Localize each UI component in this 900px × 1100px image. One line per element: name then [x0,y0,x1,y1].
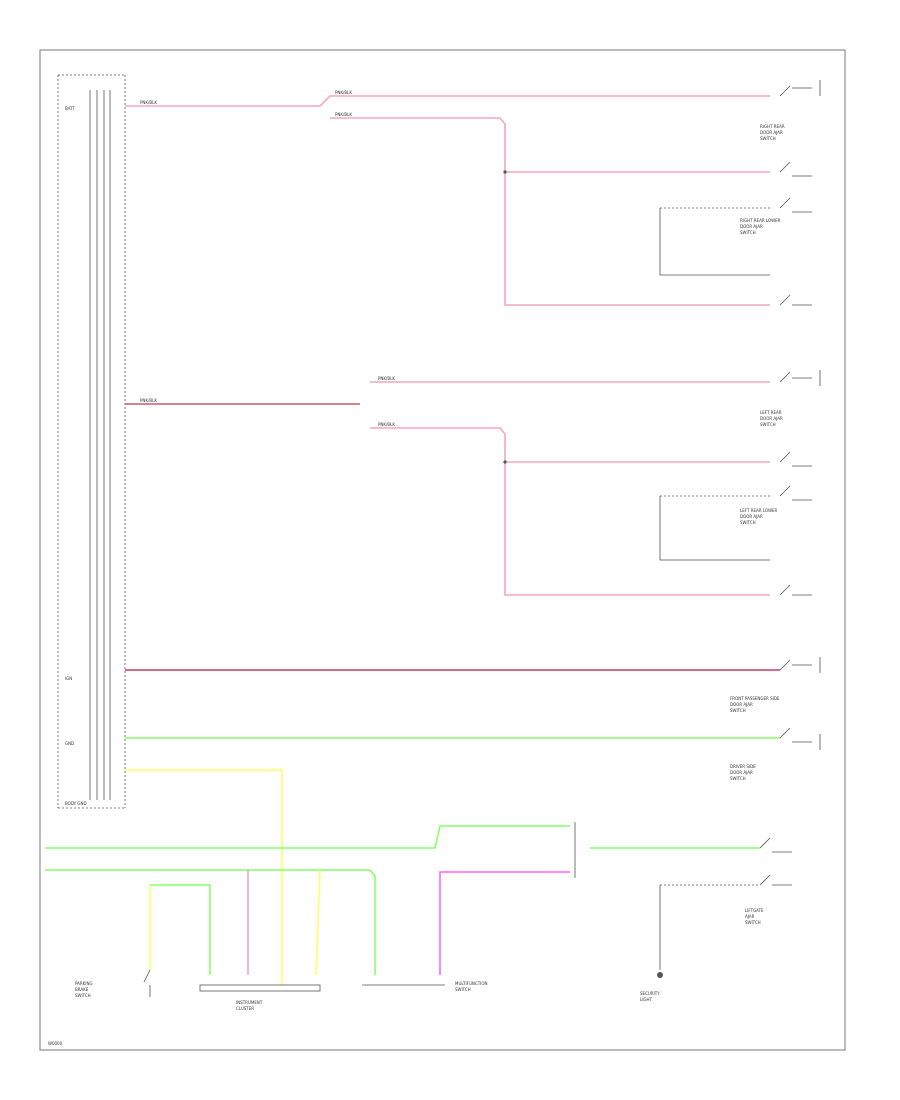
caption-fp-2: DOOR AJAR [730,702,753,707]
caption-ds-2: DOOR AJAR [730,770,753,775]
caption-fp-3: SWITCH [730,708,746,713]
caption-rrl-1: RIGHT REAR LOWER [740,218,781,223]
caption-lg-3: SWITCH [745,920,761,925]
switch-ground-lines [199,207,770,992]
caption-mf-2: SWITCH [455,987,471,992]
parking-brake-switch [143,969,151,997]
caption-lrl-1: LEFT REAR LOWER [740,508,778,513]
caption-rrl-3: SWITCH [740,230,756,235]
door-switches [759,80,821,886]
module-label-gnd: GND [65,741,74,746]
caption-mf-1: MULTIFUNCTION [455,981,487,986]
caption-fp-1: FRONT PASSENGER SIDE [730,696,780,701]
caption-ds-1: DRIVER SIDE [730,764,756,769]
module-label-batt: BATT [65,106,76,111]
caption-lr-3: SWITCH [760,422,776,427]
diagram-frame [39,49,846,1051]
caption-rr-1: RIGHT REAR [760,124,785,129]
caption-sec-2: LIGHT [640,997,653,1002]
caption-ic-1: INSTRUMENT [236,1000,263,1005]
module-label-body-gnd: BODY GND [65,801,87,806]
right-rear-circuit: PNK/BLK PNK/BLK PNK/BLK [125,90,770,306]
left-rear-circuit: PNK/BLK PNK/BLK PNK/BLK [125,376,770,596]
green-circuits [45,737,780,985]
caption-pb-2: BRAKE [75,987,89,992]
caption-ds-3: SWITCH [730,776,746,781]
security-light-lamp [657,972,663,978]
caption-rr-2: DOOR AJAR [760,130,783,135]
bottom-captions: PARKING BRAKE SWITCH INSTRUMENT CLUSTER … [75,908,764,1011]
caption-rrl-2: DOOR AJAR [740,224,763,229]
splice-label-6: PNK/BLK [378,422,395,427]
caption-sec-1: SECURITY [640,991,660,996]
caption-lr-1: LEFT REAR [760,410,782,415]
caption-lg-1: LIFTGATE [745,908,764,913]
caption-lrl-3: SWITCH [740,520,756,525]
caption-lrl-2: DOOR AJAR [740,514,763,519]
body-control-module: BATT IGN GND BODY GND [57,74,126,809]
splice-label-3: PNK/BLK [335,112,352,117]
caption-rr-3: SWITCH [760,136,776,141]
caption-pb-1: PARKING [75,981,93,986]
caption-lr-2: DOOR AJAR [760,416,783,421]
splice-label-4: PNK/BLK [140,398,157,403]
caption-ic-2: CLUSTER [236,1006,254,1011]
right-captions: RIGHT REAR DOOR AJAR SWITCH RIGHT REAR L… [730,124,785,781]
splice-label-5: PNK/BLK [378,376,395,381]
caption-lg-2: AJAR [745,914,755,919]
splice-label-2: PNK/BLK [335,90,352,95]
caption-pb-3: SWITCH [75,993,91,998]
module-label-ign: IGN [65,676,72,681]
splice-label-1: PNK/BLK [140,100,157,105]
footer-code: W0000 [48,1041,63,1046]
